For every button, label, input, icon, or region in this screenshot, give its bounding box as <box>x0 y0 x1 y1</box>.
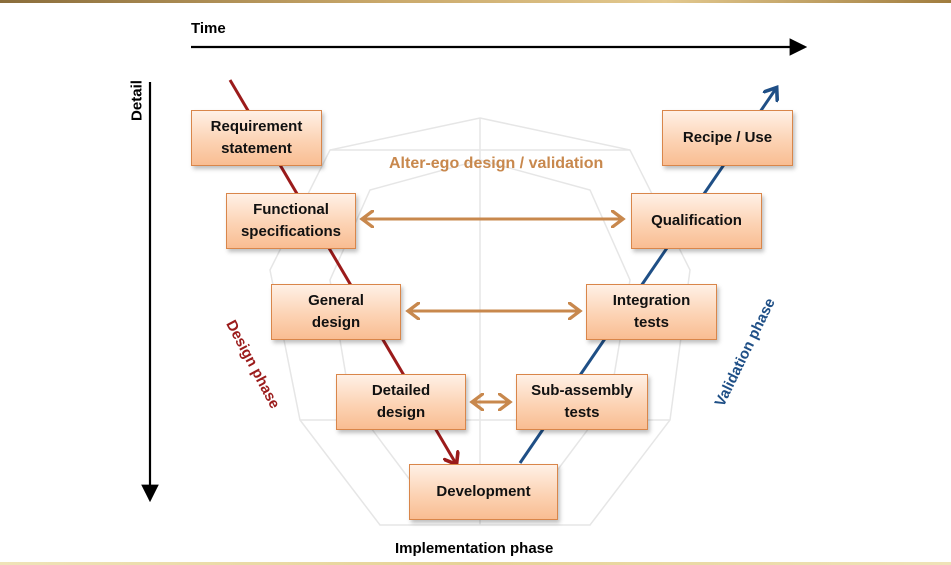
qualification-box: Qualification <box>631 193 762 249</box>
detailed-design-box: Detailed design <box>336 374 466 430</box>
integration-tests-box: Integration tests <box>586 284 717 340</box>
top-accent-bar <box>0 0 951 3</box>
development-box: Development <box>409 464 558 520</box>
bottom-accent-bar <box>0 562 951 565</box>
sub-assembly-tests-box: Sub-assembly tests <box>516 374 648 430</box>
requirement-statement-box: Requirement statement <box>191 110 322 166</box>
detail-axis-label: Detail <box>128 80 146 121</box>
general-design-box: General design <box>271 284 401 340</box>
alter-ego-label: Alter-ego design / validation <box>389 155 604 172</box>
implementation-phase-label: Implementation phase <box>395 540 554 557</box>
recipe-use-box: Recipe / Use <box>662 110 793 166</box>
functional-specifications-box: Functional specifications <box>226 193 356 249</box>
time-axis-label: Time <box>191 20 226 37</box>
